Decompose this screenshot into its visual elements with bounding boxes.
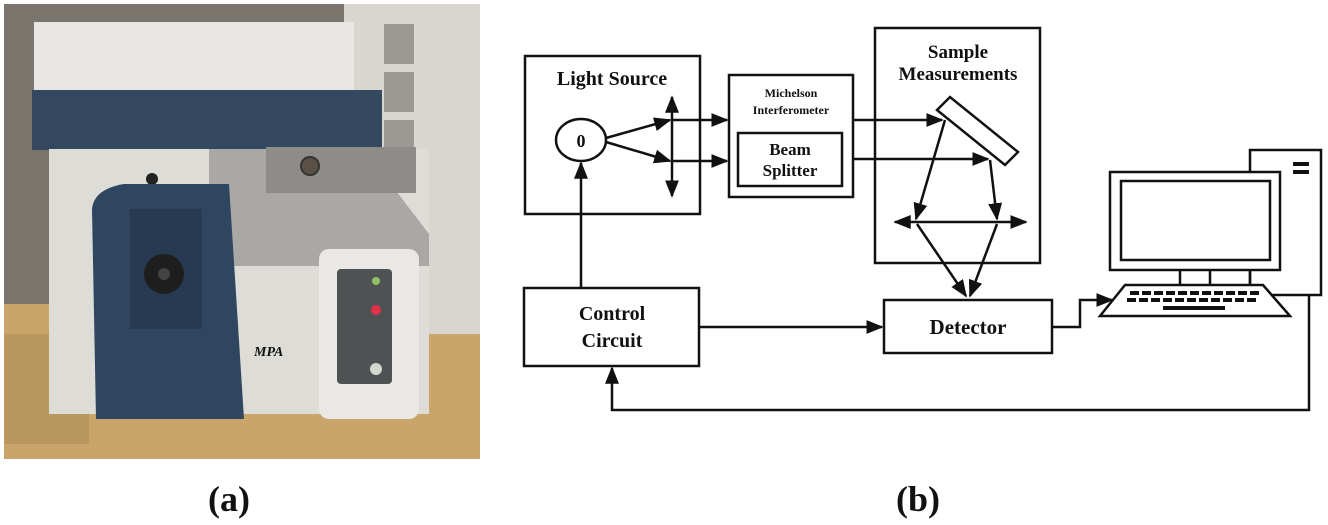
blue-lid [32, 90, 382, 150]
keyboard-keys [1127, 291, 1259, 310]
reflect-right [988, 159, 1003, 221]
keyboard-key [1166, 291, 1175, 295]
control-circuit-box [522, 286, 701, 368]
beam-splitter-label-line1: Beam [769, 140, 811, 159]
computer-to-control [605, 295, 1311, 412]
focus-left [915, 223, 968, 298]
status-led-red [371, 305, 381, 315]
sample-port [300, 156, 320, 176]
beam-down [605, 140, 672, 164]
detector-to-computer [1052, 293, 1114, 329]
sample-plate [266, 147, 416, 193]
monitor-screen [1119, 179, 1272, 262]
keyboard-key [1187, 298, 1196, 302]
source-symbol: 0 [577, 131, 586, 151]
light-source-label: Light Source [557, 68, 667, 90]
keyboard-key [1250, 291, 1259, 295]
led-display [337, 269, 392, 384]
sample-measurements-box [873, 26, 1042, 265]
keyboard-key [1247, 298, 1256, 302]
keyboard-spacebar [1163, 306, 1225, 310]
top-cover [34, 22, 354, 102]
keyboard-key [1223, 298, 1232, 302]
sample-label-line2: Measurements [899, 64, 1018, 85]
beam-splitter-box [736, 131, 844, 188]
keyboard-key [1226, 291, 1235, 295]
keyboard-key [1142, 291, 1151, 295]
light-source-lamp [554, 117, 608, 163]
interferometer-label-line2: Interferometer [753, 103, 830, 117]
status-led-round [370, 363, 382, 375]
light-source-box [523, 54, 702, 216]
keyboard-key [1154, 291, 1163, 295]
measurement-window-center [158, 268, 170, 280]
detector-label: Detector [930, 315, 1007, 339]
keyboard-key [1175, 298, 1184, 302]
control-label-line2: Circuit [582, 330, 643, 352]
reflect-left [913, 119, 947, 221]
keyboard-key [1178, 291, 1187, 295]
caption-a: (a) [208, 479, 250, 519]
interferometer-label-line1: Michelson [765, 86, 818, 100]
keyboard-key [1151, 298, 1160, 302]
cabinet-vents [384, 24, 414, 160]
spectrometer-photo: MPA [4, 4, 480, 459]
beam-up [605, 117, 672, 140]
monitor-bezel [1108, 170, 1282, 272]
power-button [146, 173, 158, 185]
sample-label-line1: Sample [928, 42, 988, 63]
beam-splitter-label-line2: Splitter [763, 161, 818, 180]
sample-mirror [935, 95, 1020, 167]
keyboard-key [1130, 291, 1139, 295]
keyboard-key [1190, 291, 1199, 295]
keyboard-key [1238, 291, 1247, 295]
keyboard-key [1199, 298, 1208, 302]
focus-right [968, 223, 999, 298]
keyboard-key [1127, 298, 1136, 302]
keyboard-key [1202, 291, 1211, 295]
interferometer-box [727, 73, 855, 199]
tower-drive-slots [1293, 162, 1309, 174]
keyboard-key [1214, 291, 1223, 295]
keyboard-key [1163, 298, 1172, 302]
keyboard-key [1139, 298, 1148, 302]
status-led-green [372, 277, 380, 285]
control-label-line1: Control [579, 303, 646, 325]
caption-b: (b) [896, 479, 940, 519]
keyboard-key [1235, 298, 1244, 302]
brand-label: MPA [253, 345, 283, 360]
keyboard-key [1211, 298, 1220, 302]
